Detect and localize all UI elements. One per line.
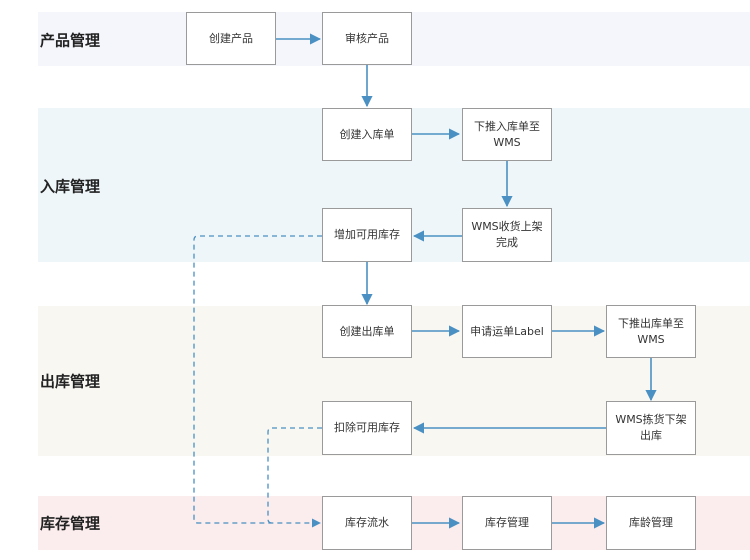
dashed-deduct-stock-to-ledger: [267, 427, 322, 524]
lane-label-product: 产品管理: [40, 31, 101, 50]
node-create-product: 创建产品: [186, 12, 276, 65]
node-wms-receive-shelve: WMS收货上架 完成: [462, 208, 552, 262]
lane-label-inbound: 入库管理: [40, 177, 101, 196]
node-inventory-ledger: 库存流水: [322, 496, 412, 550]
node-inventory-management: 库存管理: [462, 496, 552, 550]
node-deduct-available-stock: 扣除可用库存: [322, 401, 412, 455]
lane-label-inventory: 库存管理: [40, 514, 101, 533]
node-push-inbound-to-wms: 下推入库单至 WMS: [462, 108, 552, 161]
node-create-outbound-order: 创建出库单: [322, 305, 412, 358]
node-add-available-stock: 增加可用库存: [322, 208, 412, 262]
node-request-waybill-label: 申请运单Label: [462, 305, 552, 358]
dashed-add-stock-to-ledger: [193, 235, 322, 528]
node-stock-age-management: 库龄管理: [606, 496, 696, 550]
node-review-product: 审核产品: [322, 12, 412, 65]
node-push-outbound-to-wms: 下推出库单至 WMS: [606, 305, 696, 358]
node-wms-pick-ship: WMS拣货下架 出库: [606, 401, 696, 455]
node-create-inbound-order: 创建入库单: [322, 108, 412, 161]
lane-label-outbound: 出库管理: [40, 372, 101, 391]
